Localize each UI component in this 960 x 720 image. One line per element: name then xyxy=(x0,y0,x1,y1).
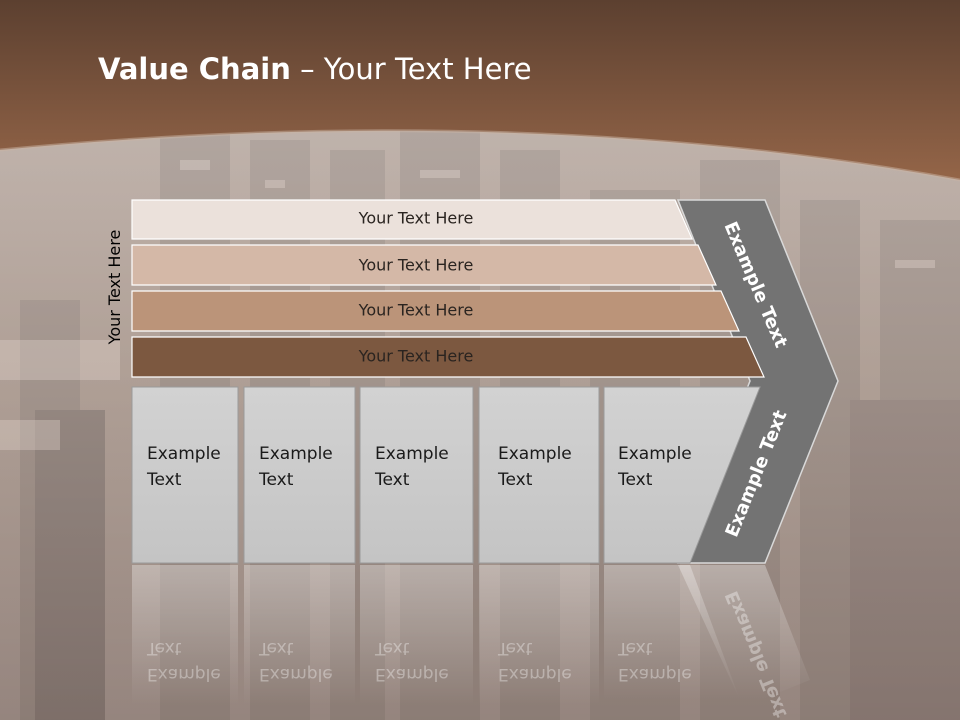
slide-title: Value Chain – Your Text Here xyxy=(98,52,532,86)
box-4-reflection-line2: Text xyxy=(497,638,533,658)
box-3-reflection-line1: Example xyxy=(375,664,449,684)
box-5 xyxy=(603,386,761,564)
bar-3-label: Your Text Here xyxy=(358,301,474,320)
title-bold: Value Chain xyxy=(98,52,291,86)
bar-1-label: Your Text Here xyxy=(358,209,474,228)
bar-4 xyxy=(131,336,765,378)
box-3 xyxy=(359,386,474,564)
box-5-line2: Text xyxy=(617,470,653,490)
box-4-line1: Example xyxy=(498,444,572,464)
header-band xyxy=(0,0,960,180)
box-4 xyxy=(478,386,600,564)
box-4-line2: Text xyxy=(497,470,533,490)
box-3-line2: Text xyxy=(374,470,410,490)
box-1-line1: Example xyxy=(147,444,221,464)
bar-2 xyxy=(131,244,717,286)
bar-4-label: Your Text Here xyxy=(358,347,474,366)
diagram-reflection: Example Text Example Text Example Text E… xyxy=(132,565,810,720)
bar-3 xyxy=(131,290,740,332)
box-3-reflection-line2: Text xyxy=(374,638,410,658)
bar-1 xyxy=(131,199,693,240)
box-5-reflection-line1: Example xyxy=(618,664,692,684)
box-3-line1: Example xyxy=(375,444,449,464)
box-2-line2: Text xyxy=(258,470,294,490)
box-5-reflection-line2: Text xyxy=(617,638,653,658)
box-2 xyxy=(243,386,356,564)
box-1-reflection-line1: Example xyxy=(147,664,221,684)
bar-2-label: Your Text Here xyxy=(358,256,474,275)
box-4-reflection-line1: Example xyxy=(498,664,572,684)
box-5-line1: Example xyxy=(618,444,692,464)
box-1-reflection-line2: Text xyxy=(146,638,182,658)
box-2-line1: Example xyxy=(259,444,333,464)
box-1-line2: Text xyxy=(146,470,182,490)
title-rest: – Your Text Here xyxy=(290,52,532,86)
box-2-reflection-line1: Example xyxy=(259,664,333,684)
box-2-reflection-line2: Text xyxy=(258,638,294,658)
box-1 xyxy=(131,386,239,564)
